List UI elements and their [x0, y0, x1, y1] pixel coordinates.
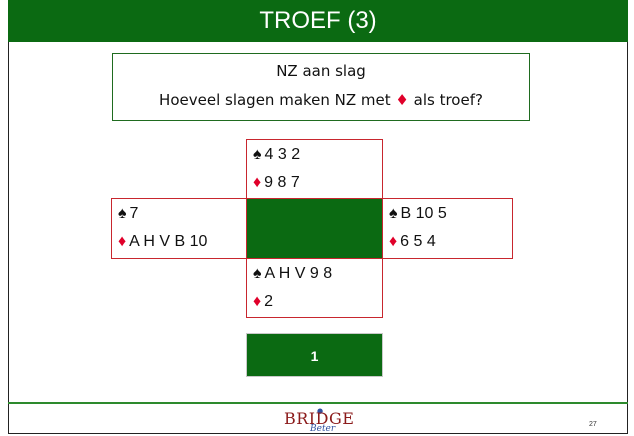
logo-sub-text: Beter [310, 424, 336, 434]
diamond-icon: ♦ [395, 91, 409, 109]
question-box: NZ aan slag Hoeveel slagen maken NZ met … [112, 53, 530, 121]
logo-main-text: BRIDGE [284, 409, 355, 428]
footer-divider [8, 402, 628, 404]
north-spades: ♠4 3 2 [253, 146, 300, 164]
slide-frame [8, 0, 628, 434]
slide-title: TROEF (3) [8, 0, 628, 42]
page-number: 27 [589, 421, 597, 428]
north-hand: ♠4 3 2 ♦9 8 7 [246, 139, 383, 199]
diamond-icon: ♦ [253, 293, 262, 310]
west-spades: ♠7 [118, 205, 138, 223]
west-hand: ♠7 ♦A H V B 10 [111, 198, 247, 259]
diamond-icon: ♦ [118, 233, 127, 250]
south-spades-cards: A H V 9 8 [264, 265, 333, 282]
question-text: Hoeveel slagen maken NZ met ♦ als troef? [113, 91, 529, 109]
east-diamonds: ♦6 5 4 [389, 233, 436, 251]
east-diamonds-cards: 6 5 4 [400, 233, 436, 250]
logo-dot-icon: ● [317, 407, 324, 415]
south-diamonds: ♦2 [253, 293, 273, 311]
answer-box[interactable]: 1 [246, 333, 383, 377]
bridge-beter-logo: ● BRIDGE Beter [284, 407, 354, 435]
east-spades-cards: B 10 5 [400, 205, 447, 222]
question-text-start: Hoeveel slagen maken NZ met [159, 91, 396, 109]
diamond-icon: ♦ [389, 233, 398, 250]
spade-icon: ♠ [118, 205, 127, 222]
spade-icon: ♠ [253, 265, 262, 282]
spade-icon: ♠ [389, 205, 398, 222]
west-spades-cards: 7 [129, 205, 139, 222]
north-diamonds: ♦9 8 7 [253, 174, 300, 192]
spade-icon: ♠ [253, 146, 262, 163]
south-hand: ♠A H V 9 8 ♦2 [246, 258, 383, 318]
east-hand: ♠B 10 5 ♦6 5 4 [382, 198, 513, 259]
west-diamonds: ♦A H V B 10 [118, 233, 207, 251]
south-spades: ♠A H V 9 8 [253, 265, 332, 283]
table-center [246, 198, 383, 259]
north-diamonds-cards: 9 8 7 [264, 174, 300, 191]
east-spades: ♠B 10 5 [389, 205, 447, 223]
south-diamonds-cards: 2 [264, 293, 274, 310]
diamond-icon: ♦ [253, 174, 262, 191]
west-diamonds-cards: A H V B 10 [129, 233, 208, 250]
lead-text: NZ aan slag [276, 62, 366, 80]
question-text-end: als troef? [408, 91, 483, 109]
north-spades-cards: 4 3 2 [264, 146, 301, 163]
